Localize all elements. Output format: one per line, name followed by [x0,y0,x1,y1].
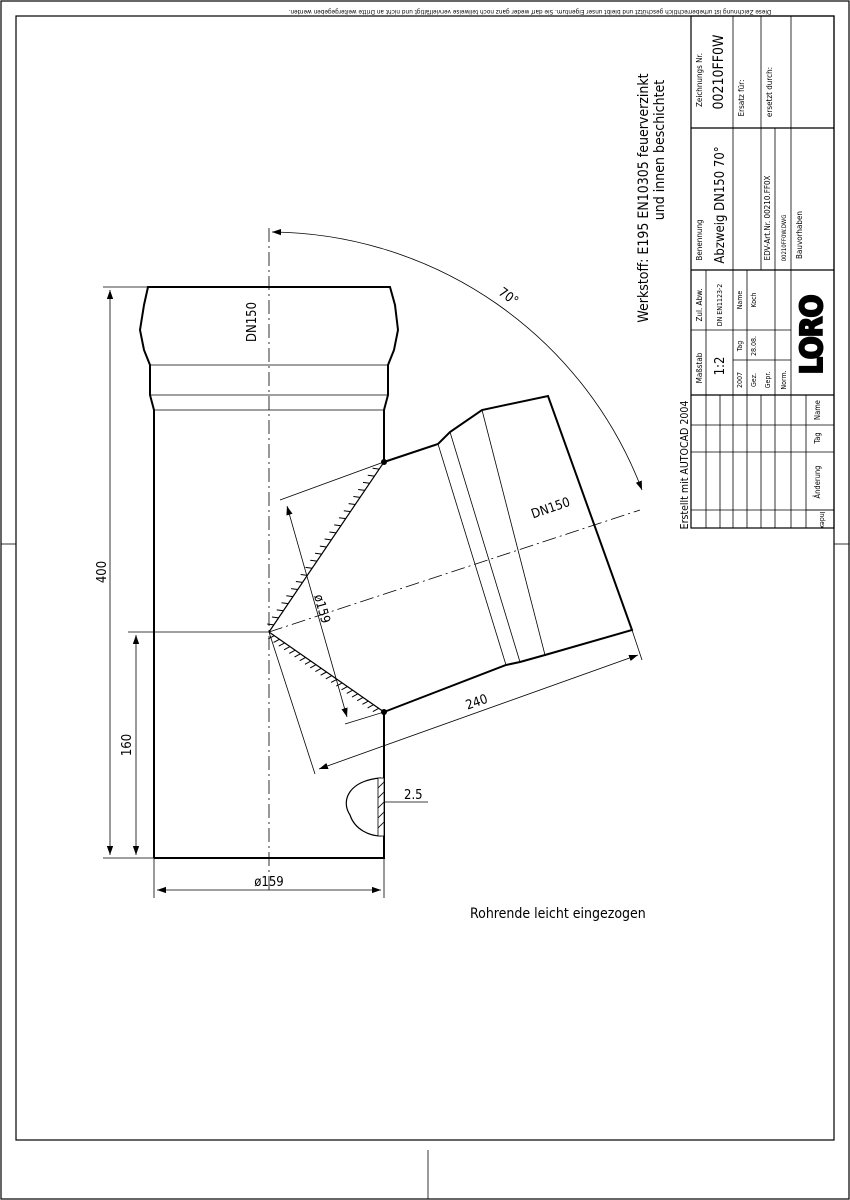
weld-tick [346,689,353,694]
label-main-dn: DN150 [245,302,260,342]
copyright-notice: Diese Zeichnung ist urheberrechtlich ges… [288,8,771,16]
note-pipe-end: Rohrende leicht eingezogen [470,906,646,922]
weld-tick [334,524,341,527]
scale-label: Maßstab [695,352,704,383]
created-with-note: Erstellt mit AUTOCAD 2004 [679,401,691,530]
dim-branch-height: 160 [120,734,135,756]
weld-tick [341,686,348,691]
weld-tick [320,671,327,676]
material-line-1: Werkstoff: E195 EN10305 feuerverzinkt [636,73,652,322]
weld-tick [351,693,359,698]
weld-tick [372,467,380,470]
tolerance: DN EN1123-2 [716,284,724,327]
tolerance-label: Zul. Abw. [695,289,704,322]
drawing-no-label: Zeichnungs Nr. [695,53,704,107]
weld-tick [356,697,364,702]
weld-tick [324,538,332,541]
designation-label: Benennung [695,219,704,260]
weld-tick [314,552,322,555]
scale: 1:2 [713,357,728,376]
weld-tick [372,707,380,713]
weld-tick [295,581,303,583]
weld-tick [367,474,375,477]
weld-tick [304,660,312,665]
loro-logo: LORO [795,296,830,375]
weld-tick [278,642,285,647]
dim-branch-diameter: ø159 [310,593,333,625]
norm-label: Norm. [780,370,788,389]
weld-tick [329,531,337,534]
drawn-date: 28.08. [750,336,758,356]
weld-tick [294,653,301,658]
weld-seam-lower [268,635,380,713]
branch-pipe [267,394,641,715]
weld-tick [289,649,296,654]
weld-tick [348,503,356,505]
rev-header-change: Änderung [813,466,822,499]
weld-tick [338,517,346,520]
day-label: Tag [736,341,744,353]
main-pipe [138,228,400,890]
weld-tick [310,559,317,562]
rev-header-index: Index [818,511,826,529]
weld-tick [276,609,284,612]
weld-tick [281,602,289,605]
weld-tick [291,588,298,590]
weld-tick [325,675,332,680]
weld-tick [283,646,291,651]
drawn-name: Koch [750,292,758,307]
checked-label: Gepr. [764,372,772,389]
dim-main-diameter: ø159 [254,875,283,890]
weld-tick [358,488,365,491]
weld-tick [319,545,327,548]
dim-main-length: 400 [95,561,110,583]
replaced-by-label: ersetzt durch: [765,67,774,117]
weld-tick [309,664,317,669]
weld-tick [267,623,274,626]
weld-tick [271,616,279,619]
dim-branch-length: 240 [464,692,490,713]
weld-tick [362,481,370,484]
name-label: Name [736,291,744,310]
weld-tick [273,638,280,643]
rev-header-day: Tag [813,432,822,444]
weld-tick [362,700,369,705]
weld-tick [305,566,313,569]
designation: Abzweig DN150 70° [713,146,728,263]
weld-tick [353,496,361,498]
weld-tick [268,635,275,640]
material-line-2: und innen beschichtet [652,80,668,220]
weld-tick [299,657,306,662]
dimensions: 400 160 ø159 DN150 ø159 240 DN150 70° 2.… [95,228,643,898]
weld-tick [343,510,351,513]
dim-wall-thickness: 2.5 [404,788,423,803]
title-block: Index Änderung Tag Name Zeichnungs Nr. 0… [690,15,835,529]
weld-tick [367,704,374,709]
label-branch-dn: DN150 [529,495,572,522]
edv-art-nr: EDV-Art.Nr. 00210.FF0X [763,175,772,260]
project-label: Bauvorhaben [795,211,804,259]
drawing-no: 00210FF0W [711,34,727,110]
rev-header-name: Name [813,400,822,420]
weld-tick [315,667,322,673]
drawn-label: Gez. [750,373,758,387]
replacement-for-label: Ersatz für: [737,80,746,117]
weld-tick [286,595,294,598]
year: 2007 [736,372,744,388]
file-name: 00210FF0W.DWG [781,215,788,262]
